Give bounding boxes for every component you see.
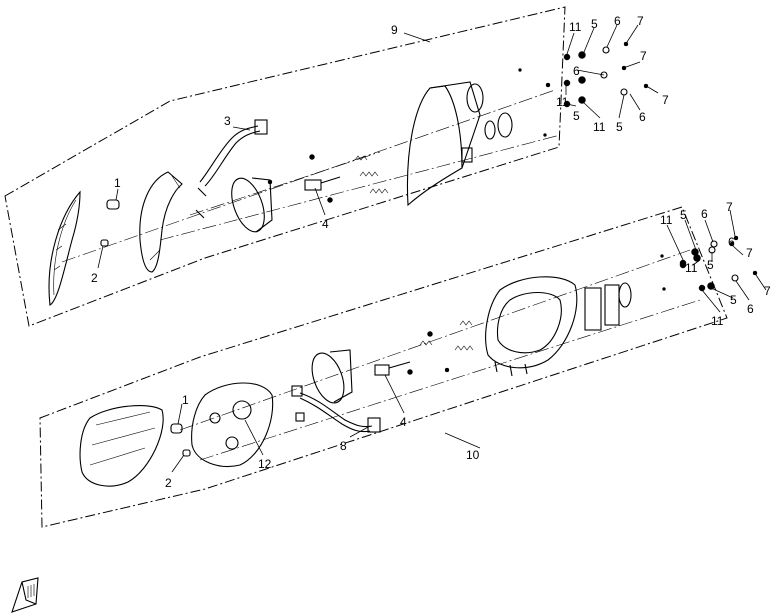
callout-5-upper-c: 5 [616, 120, 623, 134]
callout-9: 9 [391, 23, 398, 37]
callout-7-upper-c: 7 [662, 93, 669, 107]
callout-4-lower: 4 [400, 415, 407, 429]
lower-housing-12 [191, 382, 274, 467]
upper-springs [354, 155, 389, 194]
callout-1-upper: 1 [114, 176, 121, 190]
callout-7-lower-c: 7 [764, 284, 771, 298]
upper-hardware-stack [545, 41, 649, 108]
callout-6-lower-c: 6 [747, 302, 754, 316]
callout-5-upper-b: 5 [573, 109, 580, 123]
callout-7-lower-a: 7 [726, 200, 733, 214]
callout-4-upper: 4 [322, 217, 329, 231]
lower-assembly [79, 235, 758, 487]
upper-reflector [139, 171, 183, 273]
callout-6-lower-a: 6 [701, 207, 708, 221]
callout-5-lower-a: 5 [680, 208, 687, 222]
upper-bulb-2 [100, 239, 109, 247]
callout-2-upper: 2 [91, 271, 98, 285]
lower-hardware-stack [679, 235, 758, 292]
callout-7-upper-b: 7 [640, 49, 647, 63]
callout-6-lower-b: 6 [728, 235, 735, 249]
lower-bulb-1 [170, 423, 183, 434]
lower-reflector [311, 349, 353, 404]
lower-bulb-2 [182, 449, 191, 457]
lower-fasteners [407, 254, 666, 375]
callout-3: 3 [224, 114, 231, 128]
lower-lens [79, 405, 164, 487]
callout-11-lower-a: 11 [660, 213, 673, 227]
callout-6-upper-c: 6 [639, 110, 646, 124]
callout-5-lower-b: 5 [707, 258, 714, 272]
callout-5-lower-c: 5 [730, 293, 737, 307]
assembly-10-boundary [39, 206, 728, 528]
callout-7-lower-b: 7 [746, 246, 753, 260]
upper-fasteners [267, 68, 547, 203]
callout-11-upper-b: 11 [556, 95, 569, 109]
callout-6-upper-b: 6 [573, 64, 580, 78]
upper-assembly [48, 41, 649, 306]
callout-5-upper-a: 5 [591, 17, 598, 31]
callout-8: 8 [340, 439, 347, 453]
callout-11-lower-c: 11 [711, 314, 724, 328]
upper-bowl [231, 177, 273, 233]
callouts: 9 3 1 2 4 11 5 6 7 7 6 11 5 11 5 6 7 1 2… [91, 14, 771, 490]
upper-lens [48, 190, 81, 306]
callout-12: 12 [258, 457, 272, 471]
upper-cowl [406, 81, 513, 207]
callout-7-upper-a: 7 [637, 14, 644, 28]
corner-fold-icon [11, 577, 39, 613]
callout-2-lower: 2 [165, 476, 172, 490]
callout-1-lower: 1 [182, 393, 189, 407]
upper-harness-3 [195, 119, 268, 219]
callout-11-lower-b: 11 [685, 261, 698, 275]
lower-springs [419, 320, 474, 351]
callout-11-upper-a: 11 [569, 20, 582, 34]
lower-socket-4 [374, 361, 411, 376]
lower-cowl [485, 276, 632, 377]
callout-11-upper-c: 11 [593, 120, 606, 134]
callout-6-upper-a: 6 [614, 14, 621, 28]
upper-socket-4 [304, 176, 341, 191]
lower-harness-8 [291, 385, 381, 433]
upper-bulb-1 [106, 199, 120, 210]
assembly-9-boundary [4, 6, 566, 327]
leader-lines [97, 24, 767, 473]
callout-10: 10 [466, 448, 480, 462]
